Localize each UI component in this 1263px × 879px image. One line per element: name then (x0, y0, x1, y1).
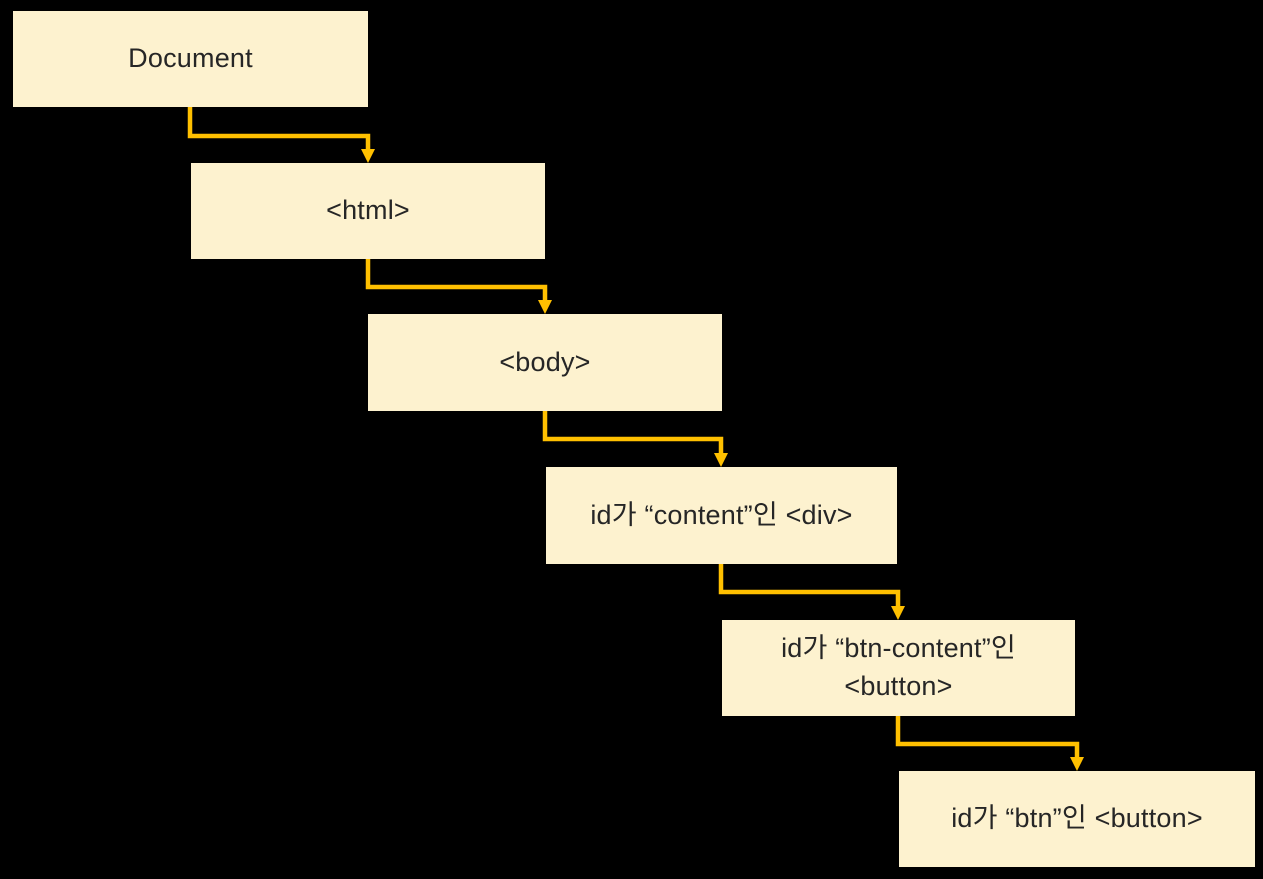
connector-body-div (542, 411, 728, 467)
node-html: <html> (191, 163, 545, 259)
node-button-btn-label: id가 “btn”인 <button> (951, 803, 1203, 834)
connector-html-body (365, 259, 552, 314)
node-div-content: id가 “content”인 <div> (546, 467, 897, 564)
node-button-btn: id가 “btn”인 <button> (899, 771, 1255, 867)
node-document: Document (13, 11, 368, 107)
node-button-btn-content-label: id가 “btn-content”인 <button> (781, 633, 1016, 701)
node-document-label: Document (128, 43, 253, 74)
node-button-btn-content: id가 “btn-content”인 <button> (722, 620, 1075, 716)
node-body-label: <body> (499, 346, 591, 377)
connector-btncontent-btn (895, 716, 1084, 771)
connector-div-btncontent (718, 564, 905, 620)
node-html-label: <html> (326, 195, 410, 226)
connector-document-html (187, 107, 375, 163)
node-div-content-label: id가 “content”인 <div> (590, 499, 853, 530)
node-body: <body> (368, 314, 722, 411)
